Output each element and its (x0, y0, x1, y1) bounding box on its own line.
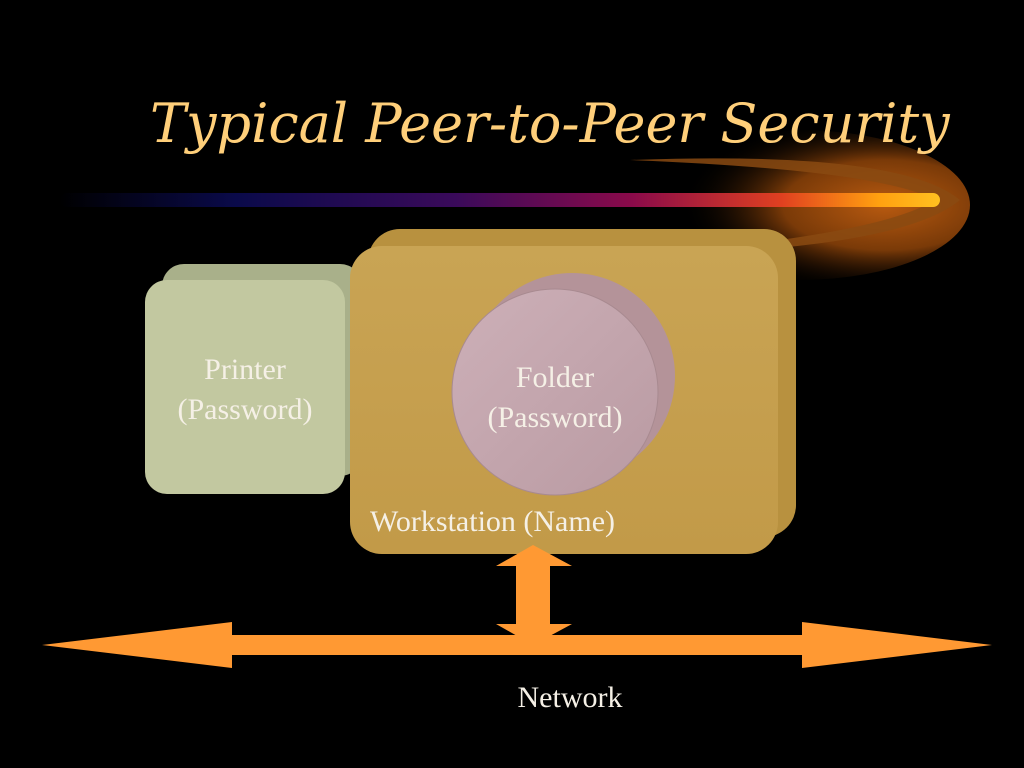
vertical-double-arrow (496, 545, 572, 645)
connection-arrow (496, 545, 572, 645)
printer-box (145, 264, 362, 494)
network-double-arrow (42, 622, 992, 668)
swoosh-streak (60, 193, 940, 207)
printer-label-line2: (Password) (177, 393, 313, 426)
network-label: Network (517, 681, 623, 714)
printer-box-front (145, 280, 345, 494)
folder-label-line1: Folder (515, 361, 595, 394)
swoosh-ring (630, 158, 960, 255)
workstation-label: Workstation (Name) (370, 505, 616, 538)
folder-label-line2: (Password) (487, 401, 623, 434)
printer-label-line1: Printer (204, 353, 286, 386)
folder-cylinder-face (451, 288, 659, 496)
slide-title: Typical Peer-to-Peer Security (150, 92, 950, 155)
network-arrow (42, 622, 992, 668)
folder-cylinder (451, 273, 675, 496)
